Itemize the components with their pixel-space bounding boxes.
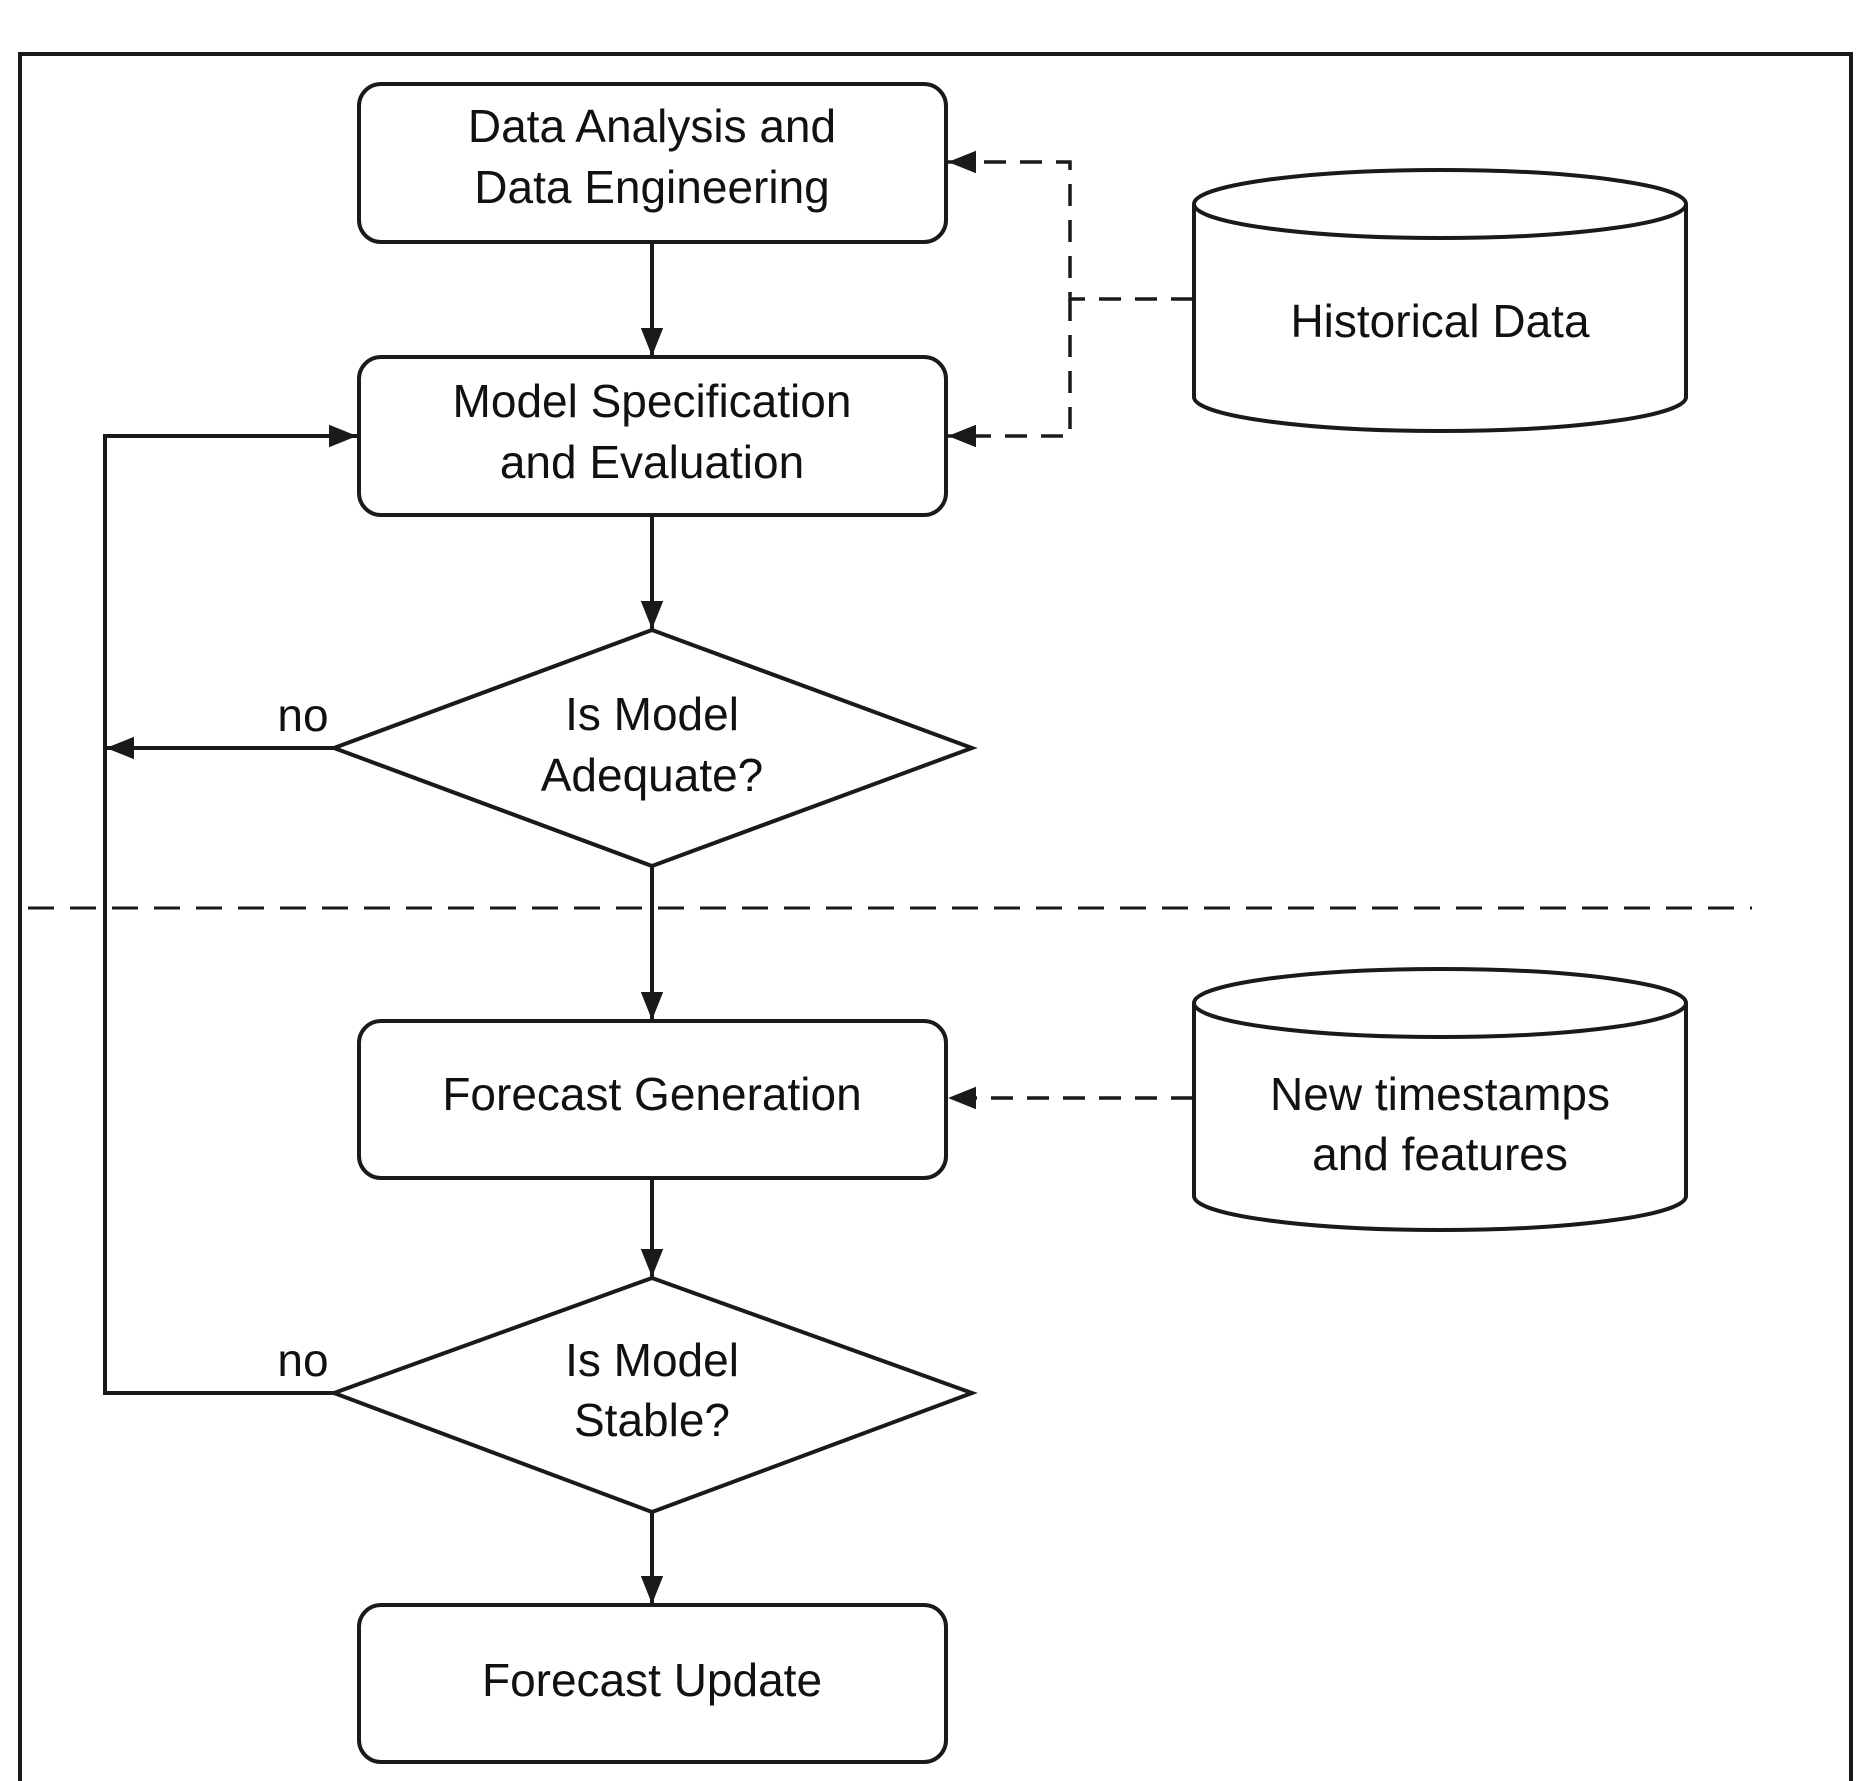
edge-historical-to-spec	[948, 299, 1070, 436]
forecast-generation-node: Forecast Generation	[359, 1021, 946, 1178]
adequate-line2: Adequate?	[541, 749, 764, 801]
adequate-line1: Is Model	[565, 688, 739, 740]
data-analysis-line1: Data Analysis and	[468, 100, 836, 152]
data-analysis-line2: Data Engineering	[474, 161, 829, 213]
edge-historical-to-analysis	[948, 162, 1193, 299]
stable-decision: Is Model Stable?	[334, 1278, 972, 1512]
historical-data-store: Historical Data	[1194, 170, 1686, 431]
new-inputs-store: New timestamps and features	[1194, 969, 1686, 1230]
stable-no-label: no	[277, 1334, 328, 1386]
new-inputs-line2: and features	[1312, 1128, 1568, 1180]
new-inputs-line1: New timestamps	[1270, 1068, 1610, 1120]
model-spec-line1: Model Specification	[453, 375, 852, 427]
historical-data-label: Historical Data	[1290, 295, 1590, 347]
adequate-decision: Is Model Adequate?	[334, 630, 972, 866]
forecast-generation-label: Forecast Generation	[442, 1068, 861, 1120]
stable-line2: Stable?	[574, 1394, 730, 1446]
stable-line1: Is Model	[565, 1334, 739, 1386]
forecast-update-node: Forecast Update	[359, 1605, 946, 1762]
model-spec-node: Model Specification and Evaluation	[359, 357, 946, 515]
edge-stable-no-feedback	[105, 436, 357, 1393]
adequate-no-label: no	[277, 689, 328, 741]
forecast-update-label: Forecast Update	[482, 1654, 822, 1706]
model-spec-line2: and Evaluation	[500, 436, 804, 488]
data-analysis-node: Data Analysis and Data Engineering	[359, 84, 946, 242]
